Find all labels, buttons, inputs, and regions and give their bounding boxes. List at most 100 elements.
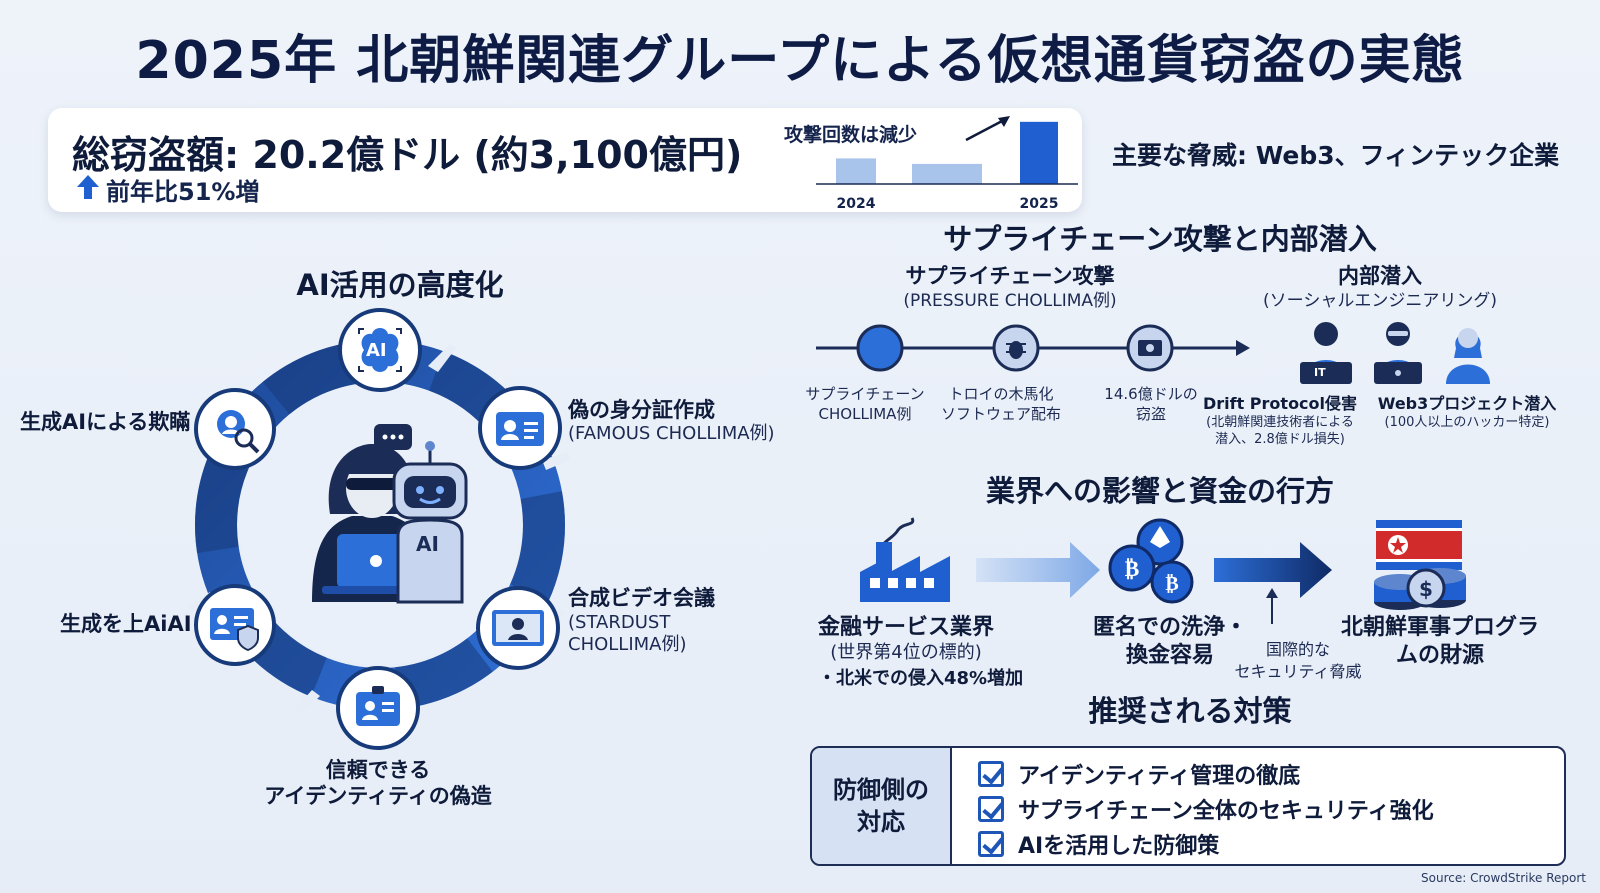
robot-icon [392, 441, 468, 604]
bar-2025 [1020, 121, 1058, 184]
recommend-item-text: サプライチェーン全体のセキュリティ強化 [1018, 798, 1434, 824]
total-theft-amount: 総窃盗額: 20.2億ドル (約3,100億円) [72, 133, 743, 177]
checkbox-checked-icon [978, 795, 1004, 822]
ai-node-fake-id [478, 386, 562, 470]
chat-bubble-icon [374, 424, 412, 458]
web3-sub: (100人以上のハッカー特定) [1384, 415, 1550, 430]
label-video-sub2: CHOLLIMA例) [568, 634, 687, 655]
drift-title: Drift Protocol侵害 [1202, 394, 1358, 413]
recommend-item: アイデンティティ管理の徹底 [978, 756, 1434, 791]
mini-bar-chart: 2024 2025 [816, 116, 1078, 212]
svg-text:₿: ₿ [1125, 557, 1140, 582]
yoy-text: 前年比51%増 [106, 178, 260, 206]
recommend-list: アイデンティティ管理の徹底 サプライチェーン全体のセキュリティ強化 AIを活用し… [978, 756, 1434, 861]
launder-line1: 匿名での洗浄・ [1092, 615, 1247, 640]
small-up-arrow-icon [1266, 588, 1278, 624]
recommend-heading: 推奨される対策 [1088, 694, 1292, 728]
crypto-coins-icon: ₿ ₿ [1108, 518, 1194, 604]
ai-node-trusted-identity [336, 666, 420, 750]
checkbox-checked-icon [978, 760, 1004, 787]
intl-line1: 国際的な [1265, 640, 1330, 659]
svg-text:$: $ [1419, 577, 1433, 601]
ai-node-deception [194, 388, 276, 470]
ai-node-genai [194, 584, 276, 666]
defender-line2: 対応 [857, 808, 905, 836]
video-call-icon [492, 610, 544, 646]
label-trusted-1: 信頼できる [325, 758, 431, 782]
label-fake-id: 偽の身分証作成 [568, 398, 715, 422]
finance-sub: (世界第4位の標的) [830, 642, 982, 663]
ai-brain-icon [358, 328, 402, 372]
label-fake-id-sub: (FAMOUS CHOLLIMA例) [568, 423, 775, 444]
step2-line2: ソフトウェア配布 [940, 405, 1061, 423]
finance-note: ・北米での侵入48%増加 [818, 668, 1024, 689]
step3-line1: 14.6億ドルの [1104, 385, 1198, 403]
light-arrow-icon [976, 542, 1100, 598]
web3-title: Web3プロジェクト潜入 [1377, 394, 1557, 413]
yoy-change: 前年比51%増 [76, 172, 259, 207]
drift-sub1: (北朝鮮関連技術者による [1206, 415, 1354, 430]
robot-ai-label: AI [416, 532, 439, 556]
magnifier-search-icon [217, 410, 260, 454]
label-genai-deception: 生成AIによる欺瞞 [20, 410, 191, 434]
dark-arrow-icon [1214, 542, 1332, 598]
supply-node-circle-icon [856, 324, 904, 372]
it-label: IT [1314, 366, 1326, 379]
impact-section-heading: 業界への影響と資金の行方 [985, 474, 1334, 508]
recommend-item: サプライチェーン全体のセキュリティ強化 [978, 791, 1434, 826]
step3-line2: 窃盗 [1135, 405, 1166, 423]
svg-text:₿: ₿ [1165, 571, 1178, 595]
drift-sub2: 潜入、2.8億ドル損失) [1215, 432, 1345, 447]
ai-node-ai-brain [338, 308, 422, 392]
supply-chain-sub: (PRESSURE CHOLLIMA例) [903, 291, 1117, 311]
badge-id-icon [356, 686, 400, 726]
mini-chart-title: 攻撃回数は減少 [784, 124, 918, 146]
bar-2024 [836, 158, 876, 184]
factory-icon [860, 517, 950, 602]
supply-section-heading: サプライチェーン攻撃と内部潜入 [943, 222, 1377, 256]
label-trusted-2: アイデンティティの偽造 [264, 784, 492, 808]
money-icon [1126, 324, 1174, 372]
bar-mid [912, 163, 982, 184]
person-female-icon [1446, 328, 1490, 384]
insider-sub: (ソーシャルエンジニアリング) [1263, 291, 1497, 311]
bug-icon [992, 324, 1040, 372]
military-line2: ムの財源 [1395, 643, 1484, 668]
checkbox-checked-icon [978, 830, 1004, 857]
ai-section-heading: AI活用の高度化 [296, 268, 504, 302]
recommend-item-text: AIを活用した防御策 [1018, 833, 1220, 859]
recommend-item: AIを活用した防御策 [978, 826, 1434, 861]
trend-arrow-icon [965, 116, 1010, 142]
id-card-icon [496, 412, 544, 446]
step2-line1: トロイの木馬化 [948, 385, 1054, 403]
main-threat: 主要な脅威: Web3、フィンテック企業 [1112, 141, 1560, 170]
page-title: 2025年 北朝鮮関連グループによる仮想通貨窃盗の実態 [135, 31, 1465, 91]
label-video-sub1: (STARDUST [568, 612, 671, 633]
coin-stack-icon: $ [1374, 568, 1466, 610]
tick-label-2025: 2025 [1020, 196, 1059, 212]
impact-flow: ₿ ₿ $ [860, 517, 1466, 624]
insider-title: 内部潜入 [1338, 264, 1422, 288]
defender-line1: 防御側の [833, 776, 929, 804]
step1-line2: CHOLLIMA例 [818, 405, 912, 423]
north-korea-flag-icon [1376, 520, 1462, 570]
finance-title: 金融サービス業界 [817, 615, 994, 640]
ai-node-label: AI [366, 340, 387, 361]
insider-people-illustration [1300, 322, 1490, 384]
summary-card: 総窃盗額: 20.2億ドル (約3,100億円) 前年比51%増 攻撃回数は減少… [48, 108, 1082, 212]
person-laptop-icon [1374, 322, 1422, 384]
launder-line2: 換金容易 [1125, 643, 1214, 668]
military-line1: 北朝鮮軍事プログラ [1340, 615, 1539, 640]
id-shield-icon [210, 608, 259, 652]
step1-line1: サプライチェーン [805, 385, 925, 403]
source-credit: Source: CrowdStrike Report [1421, 871, 1586, 885]
label-video-conf: 合成ビデオ会議 [568, 586, 715, 610]
intl-line2: セキュリティ脅威 [1234, 662, 1362, 681]
supply-chain-title: サプライチェーン攻撃 [905, 264, 1115, 288]
ai-node-video [476, 586, 560, 670]
recommend-item-text: アイデンティティ管理の徹底 [1018, 763, 1301, 789]
recommend-box: 防御側の 対応 アイデンティティ管理の徹底 サプライチェーン全体のセキュリティ強… [810, 746, 1566, 866]
tick-label-2024: 2024 [837, 196, 876, 212]
defender-label: 防御側の 対応 [812, 748, 952, 864]
hacker-and-robot-illustration [312, 424, 468, 604]
